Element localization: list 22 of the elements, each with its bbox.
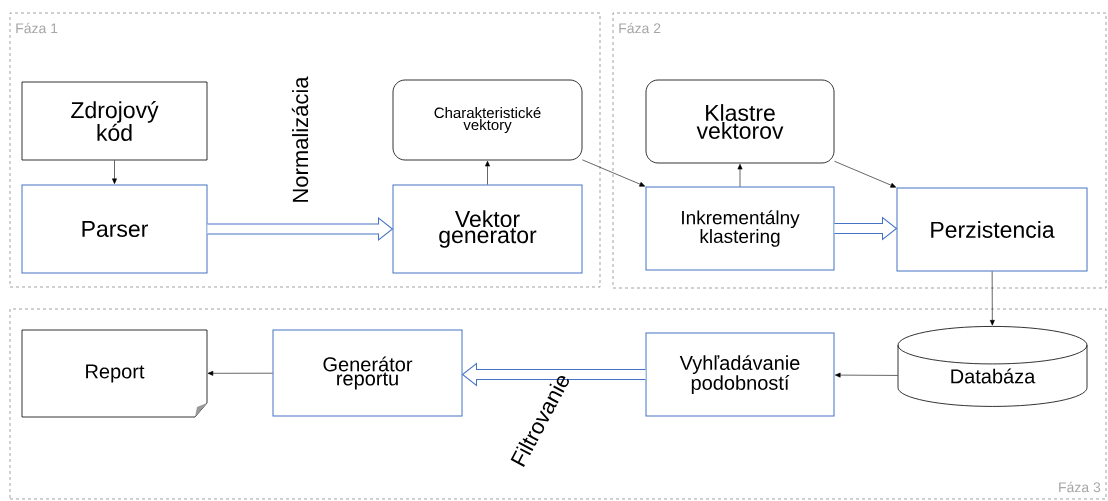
arrow — [834, 160, 897, 188]
arrow — [737, 163, 743, 187]
process-box: Inkrementálny klastering — [645, 186, 835, 271]
arrow — [834, 217, 897, 240]
arrow — [582, 159, 646, 187]
edge-label: Normalizácia — [291, 76, 309, 202]
process-box: Parser — [21, 184, 208, 274]
arrow — [112, 160, 117, 184]
arrow — [462, 363, 646, 386]
process-box: Zdrojový kód — [21, 81, 208, 161]
arrow — [989, 271, 995, 326]
process-box: Vektor generator — [392, 184, 583, 274]
arrow — [207, 217, 393, 241]
arrow — [207, 370, 273, 376]
rounded-box: Charakteristické vektory — [392, 79, 583, 161]
rounded-box: Klastre vektorov — [645, 79, 835, 164]
process-box: Vyhľadávanie podobností — [645, 332, 835, 417]
database-cylinder: Databáza — [897, 326, 1088, 407]
process-box: Generátor reportu — [272, 329, 463, 417]
arrow — [835, 372, 898, 378]
process-box: Perzistencia — [896, 187, 1088, 272]
arrow — [485, 160, 490, 185]
